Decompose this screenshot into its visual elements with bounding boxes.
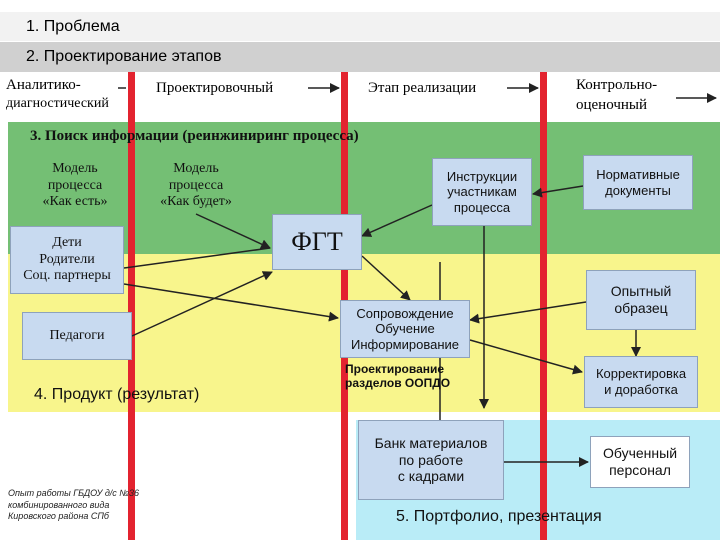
box-support: Сопровождение Обучение Информирование xyxy=(340,300,470,358)
section3-title: 3. Поиск информации (реинжиниринг процес… xyxy=(30,128,359,144)
box-pilot: Опытный образец xyxy=(586,270,696,330)
header-bar-problem xyxy=(0,12,720,42)
arrow-model-to-fgt xyxy=(195,213,271,249)
box-instructions: Инструкции участникам процесса xyxy=(432,158,532,226)
box-normative: Нормативные документы xyxy=(583,155,693,210)
stage-implementation: Этап реализации xyxy=(368,80,477,96)
line-children-to-fgt xyxy=(123,247,271,269)
arrow-fgt-to-support xyxy=(361,255,411,301)
arrow-pilot-to-support xyxy=(469,301,587,324)
box-children: Дети Родители Соц. партнеры xyxy=(10,226,124,294)
header-bar-stages xyxy=(0,42,720,72)
box-fgt: ФГТ xyxy=(272,214,362,270)
arrow-instructions-to-fgt xyxy=(361,204,433,237)
header-stages: 2. Проектирование этапов xyxy=(26,48,222,65)
box-model-as-is: Модель процесса «Как есть» xyxy=(42,160,108,210)
box-correction: Корректировка и доработка xyxy=(584,356,698,408)
label-design-sections: Проектирование разделов ООПДО xyxy=(345,362,451,391)
arrow-normative-to-instructions xyxy=(532,185,584,198)
footer-note: Опыт работы ГБДОУ д/с №36 комбинированно… xyxy=(8,488,140,522)
box-teachers: Педагоги xyxy=(22,312,132,360)
box-trained: Обученный персонал xyxy=(590,436,690,488)
arrow-children-to-support xyxy=(123,283,339,322)
stage-design: Проектировочный xyxy=(156,80,274,96)
stage-divider-3 xyxy=(540,72,547,540)
box-model-to-be: Модель процесса «Как будет» xyxy=(160,160,232,210)
section5-title: 5. Портфолио, презентация xyxy=(396,508,602,525)
stage-control-line1: Контрольно- xyxy=(576,77,658,93)
stage-analytic-line2: диагностический xyxy=(6,96,109,111)
box-bank: Банк материалов по работе с кадрами xyxy=(358,420,504,500)
arrow-teachers-to-fgt xyxy=(131,271,273,337)
section4-title: 4. Продукт (результат) xyxy=(34,386,200,403)
header-problem: 1. Проблема xyxy=(26,18,120,35)
arrow-support-to-correction xyxy=(469,339,583,375)
stage-divider-1 xyxy=(128,72,135,540)
stage-analytic-line1: Аналитико- xyxy=(6,77,81,93)
stage-control-line2: оценочный xyxy=(576,97,648,113)
